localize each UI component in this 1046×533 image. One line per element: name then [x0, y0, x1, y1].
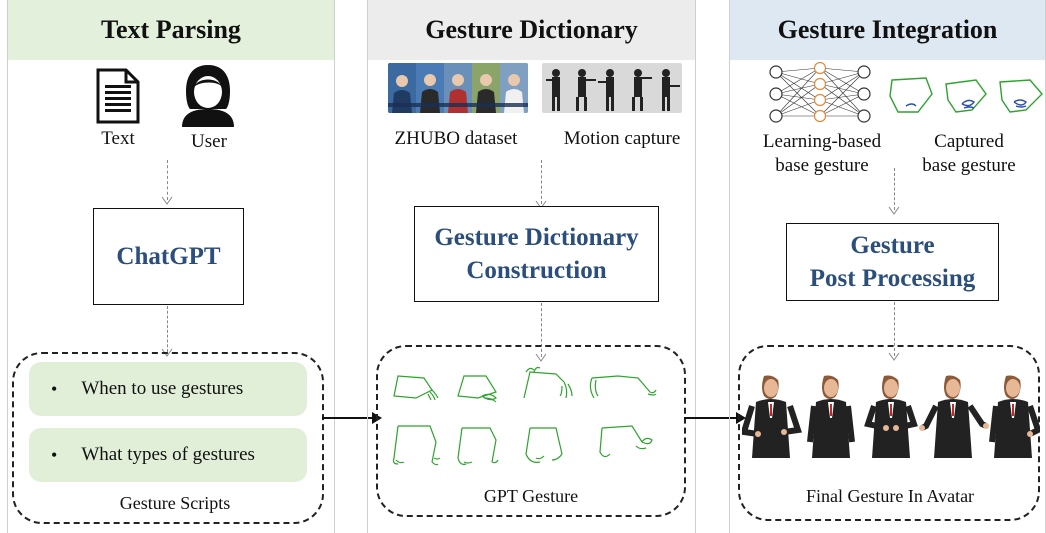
hand-gesture-icon — [945, 79, 987, 113]
label-line: base gesture — [775, 155, 869, 176]
user-label: User — [191, 131, 227, 152]
bullet: • — [51, 378, 58, 399]
avatar-icon — [807, 375, 855, 458]
connector-postprocessing-to-avatar — [894, 302, 895, 356]
connector-base-to-postprocessing — [894, 168, 895, 210]
arrowhead — [535, 353, 547, 362]
final-gesture-caption: Final Gesture In Avatar — [805, 486, 975, 506]
arrowhead — [161, 196, 173, 205]
gesture-dictionary-construction-box: Gesture Dictionary Construction — [414, 206, 659, 302]
script-item-label: When to use gestures — [81, 378, 244, 399]
hand-gesture-icon — [393, 375, 439, 401]
gesture-post-processing-box: Gesture Post Processing — [786, 223, 999, 301]
learning-based-label: Learning-based base gesture — [752, 130, 892, 178]
hand-gesture-icon — [457, 427, 499, 465]
hand-gesture-icon — [999, 79, 1043, 113]
avatar-icon — [989, 375, 1040, 458]
hand-gesture-icon — [889, 77, 933, 113]
box-line: Gesture Dictionary — [434, 224, 639, 251]
script-item: • When to use gestures — [29, 362, 307, 416]
connector-user-to-chatgpt — [167, 160, 168, 200]
document-icon — [96, 68, 140, 124]
gpt-gesture-grid — [392, 366, 657, 466]
panel-gesture-dictionary: Gesture Dictionary — [367, 0, 696, 533]
label-line: Captured — [934, 131, 1004, 152]
user-icon — [182, 65, 234, 127]
hand-gesture-icon — [525, 427, 563, 463]
motion-capture-label: Motion capture — [563, 128, 681, 149]
zhubo-dataset-label: ZHUBO dataset — [394, 128, 518, 149]
panel-title-gesture-dictionary: Gesture Dictionary — [368, 0, 695, 60]
final-avatar-region — [738, 345, 1040, 521]
box-line: Construction — [466, 257, 607, 284]
panel-title-text-parsing: Text Parsing — [8, 0, 334, 60]
captured-label: Captured base gesture — [906, 130, 1032, 178]
box-line: Gesture — [850, 232, 935, 259]
connector-sources-to-dictionary — [541, 160, 542, 204]
avatar-icon — [919, 375, 989, 458]
avatar-icon — [742, 375, 802, 458]
box-line: Post Processing — [809, 265, 976, 292]
hand-gesture-icon — [457, 375, 497, 403]
panel-title-text: Gesture Integration — [777, 15, 998, 44]
hand-gesture-icon — [589, 375, 657, 399]
gpt-gesture-region — [376, 345, 686, 517]
panel-title-gesture-integration: Gesture Integration — [730, 0, 1045, 60]
gpt-gesture-caption: GPT Gesture — [483, 486, 579, 506]
panel-title-text: Text Parsing — [101, 15, 241, 44]
hand-gesture-icon — [523, 366, 573, 399]
chatgpt-box: ChatGPT — [93, 208, 244, 305]
label-line: Learning-based — [762, 131, 882, 152]
bullet: • — [51, 444, 58, 465]
text-label: Text — [101, 128, 135, 149]
panel-gesture-integration: Gesture Integration — [729, 0, 1046, 533]
hand-gesture-icon — [599, 425, 653, 458]
arrowhead — [888, 206, 900, 215]
script-item-label: What types of gestures — [81, 444, 255, 465]
script-item: • What types of gestures — [29, 428, 307, 482]
captured-gesture-icons — [889, 77, 1043, 113]
gesture-scripts-caption: Gesture Scripts — [119, 493, 231, 513]
panel-title-text: Gesture Dictionary — [425, 15, 638, 44]
chatgpt-label: ChatGPT — [116, 243, 221, 270]
avatar-row — [742, 375, 1040, 458]
connector-dictionary-to-gestures — [541, 303, 542, 357]
gesture-scripts-region — [12, 352, 324, 524]
connector-chatgpt-to-scripts — [167, 306, 168, 352]
hand-gesture-icon — [392, 425, 441, 466]
zhubo-dataset-image — [388, 63, 528, 113]
avatar-icon — [864, 375, 918, 458]
label-line: base gesture — [922, 155, 1016, 176]
motion-capture-image — [542, 63, 682, 113]
arrowhead — [161, 348, 173, 357]
neural-network-icon — [769, 62, 871, 123]
arrowhead — [888, 352, 900, 361]
